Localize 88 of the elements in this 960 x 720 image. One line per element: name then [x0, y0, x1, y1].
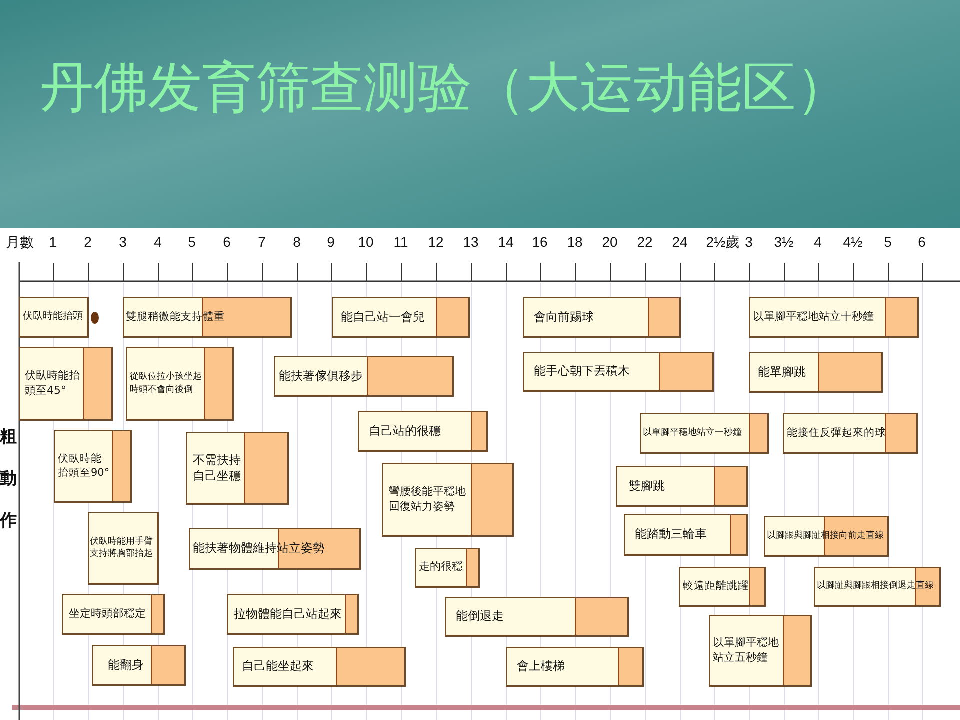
tick-label: 2½歲 [706, 234, 740, 252]
tick-label: 9 [327, 234, 335, 250]
milestone-bar [88, 512, 159, 585]
milestone-label: 走的很穩 [419, 560, 463, 575]
tick-label: 3 [745, 234, 753, 250]
milestone-label: 會上樓梯 [517, 658, 565, 675]
milestone-label: 能扶著物體維持站立姿勢 [193, 540, 325, 557]
tick-label: 20 [602, 234, 618, 250]
tick-label: 16 [532, 234, 548, 250]
milestone-label: 伏臥時能抬頭至90° [58, 452, 111, 480]
milestone-bar [764, 516, 889, 557]
milestone-label: 以單腳平穩地站立五秒鐘 [713, 636, 780, 666]
milestone-bar [126, 347, 234, 421]
milestone-label: 伏臥時能抬頭至45° [25, 368, 81, 398]
tick-label: 14 [498, 234, 514, 250]
milestone-bar [62, 594, 165, 635]
tick-label: 11 [394, 234, 408, 250]
milestone-label: 能倒退走 [456, 608, 504, 625]
milestone-bar [814, 567, 941, 607]
milestone-label: 從臥位拉小孩坐起時頭不會向後倒 [130, 371, 203, 396]
milestone-bar [749, 297, 919, 338]
milestone-bar [624, 514, 748, 556]
milestone-label: 自己能坐起來 [242, 658, 314, 675]
axis-title: 月數 [6, 234, 34, 252]
milestone-bar [19, 347, 113, 421]
milestone-bar [123, 297, 292, 338]
milestone-bar [382, 463, 514, 537]
tick-label: 10 [358, 234, 374, 250]
tick-label: 24 [672, 234, 688, 250]
milestone-bar [640, 413, 769, 454]
milestone-label: 以單腳平穩地站立一秒鐘 [643, 426, 742, 440]
milestone-label: 能扶著傢俱移步 [279, 368, 363, 384]
tick-label: 4 [154, 234, 162, 250]
milestone-label: 能手心朝下丟積木 [534, 363, 630, 380]
tick-label: 3½ [774, 234, 794, 250]
milestone-bar [358, 411, 488, 452]
milestone-bar [415, 548, 480, 588]
milestone-bar [749, 352, 883, 393]
milestone-bar [616, 466, 748, 507]
milestone-label: 能單腳跳 [758, 364, 806, 380]
milestone-bar [186, 432, 289, 505]
tick-label: 1 [49, 234, 57, 250]
milestone-label: 雙腳跳 [629, 478, 665, 494]
milestone-bar [332, 297, 470, 338]
milestone-label: 伏臥時能用手臂支持將胸部抬起 [90, 536, 154, 560]
tick-label: 4 [814, 234, 822, 250]
milestone-bar [19, 297, 89, 338]
milestone-bar [783, 413, 918, 454]
milestone-label: 以腳跟與腳趾相接向前走直線 [767, 530, 884, 542]
milestone-label: 坐定時頭部穩定 [69, 606, 146, 622]
milestone-label: 自己站的很穩 [369, 422, 441, 440]
tick-label: 6 [918, 234, 926, 250]
milestone-label: 彎腰後能平穩地回復站力姿勢 [389, 484, 467, 514]
milestone-bar [679, 567, 766, 607]
tick-label: 5 [884, 234, 892, 250]
tick-label: 13 [463, 234, 479, 250]
milestone-label: 以單腳平穩地站立十秒鐘 [753, 310, 874, 324]
tick-label: 7 [258, 234, 266, 250]
tick-label: 6 [223, 234, 231, 250]
milestone-label: 能踏動三輪車 [635, 526, 707, 543]
milestone-bar [189, 528, 361, 570]
milestone-label: 拉物體能自己站起來 [234, 606, 342, 622]
milestone-bar [445, 597, 629, 637]
milestone-label: 伏臥時能抬頭 [23, 310, 83, 324]
tick-label: 5 [188, 234, 196, 250]
tick-label: 2 [84, 234, 92, 250]
milestone-bar [233, 647, 406, 687]
milestone-bar [506, 647, 644, 687]
tick-label: 18 [567, 234, 583, 250]
tick-label: 8 [293, 234, 301, 250]
milestone-bar [709, 615, 812, 687]
milestone-bar [227, 594, 359, 635]
milestone-bar [92, 645, 186, 686]
milestone-label: 能接住反彈起來的球 [787, 426, 886, 440]
milestone-bar [523, 352, 714, 392]
tick-label: 22 [637, 234, 653, 250]
milestone-label: 較遠距離跳躍 [683, 579, 749, 594]
page-title: 丹佛发育筛查测验（大运动能区） [40, 58, 850, 118]
tick-label: 4½ [843, 234, 863, 250]
milestone-label: 能翻身 [108, 656, 144, 674]
tick-label: 3 [119, 234, 127, 250]
tick-label: 12 [428, 234, 444, 250]
milestone-bar [54, 430, 132, 503]
milestone-label: 會向前踢球 [534, 308, 594, 326]
milestone-bar [523, 297, 681, 338]
milestone-bar [274, 356, 454, 397]
milestone-label: 能自己站一會兒 [341, 308, 425, 326]
milestone-label: 不需扶持自己坐穩 [192, 452, 242, 484]
